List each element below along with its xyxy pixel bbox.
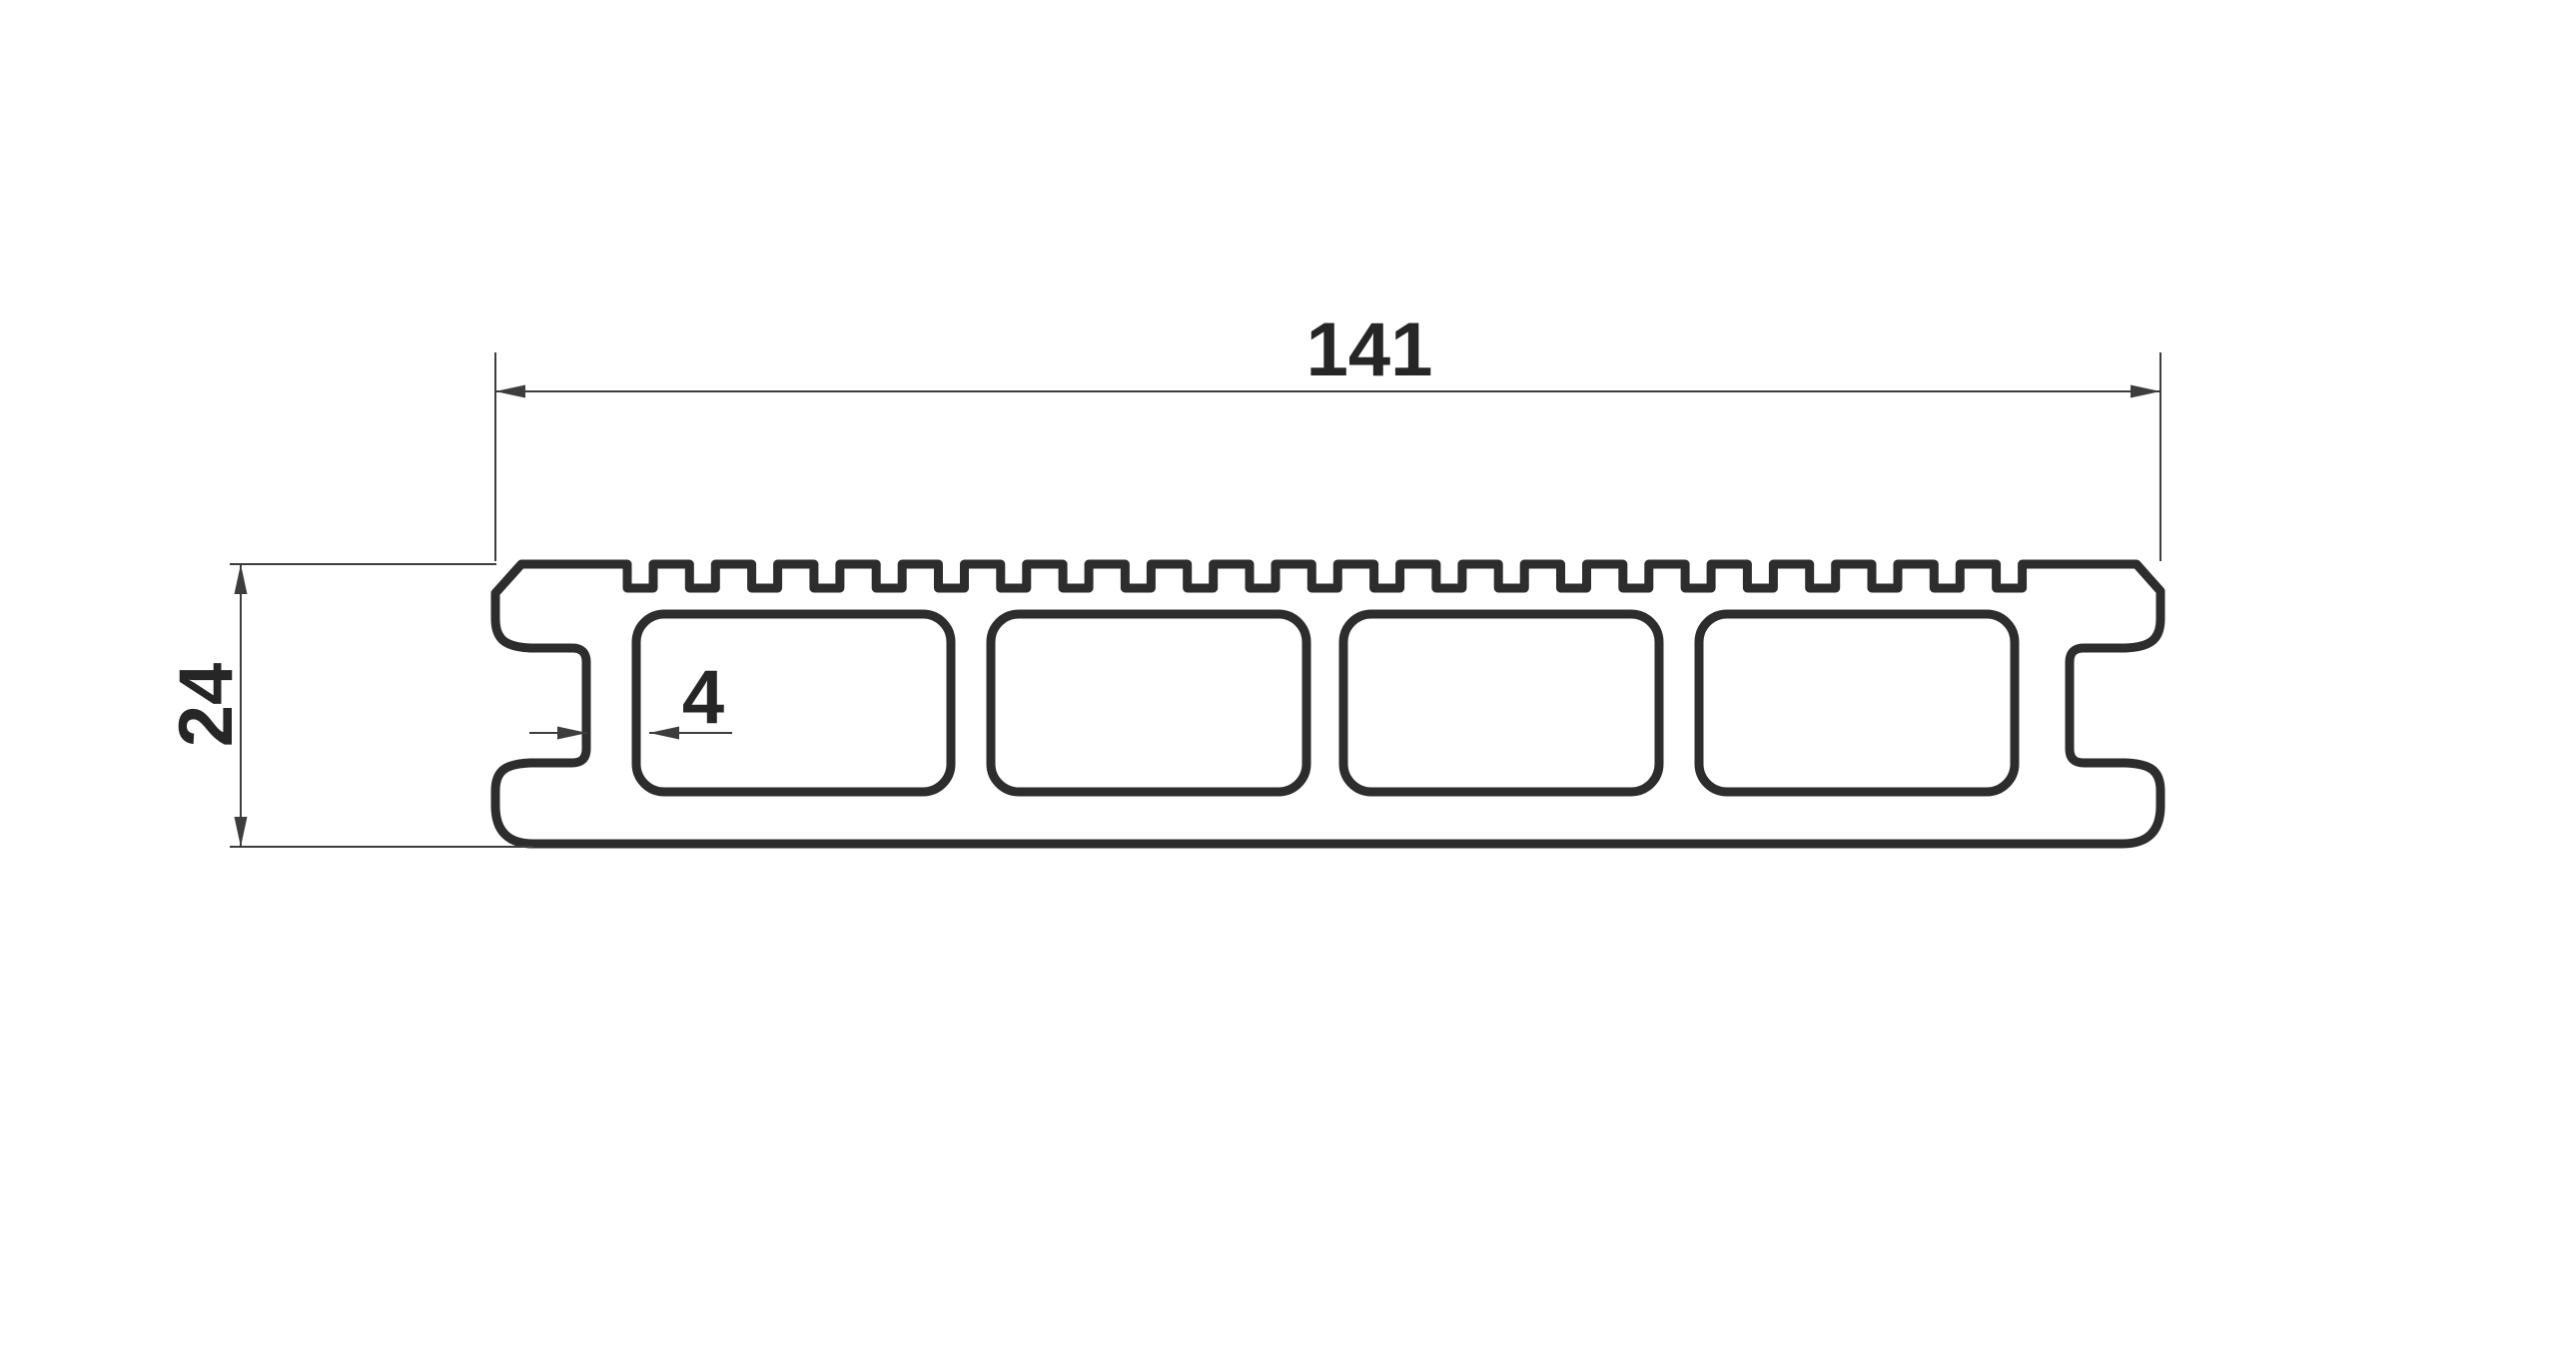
dimension-width-label: 141: [1306, 308, 1433, 392]
hollow-chamber: [631, 609, 956, 797]
profile-outline: [490, 559, 2165, 849]
dimension-arrow: [557, 726, 587, 740]
hollow-chamber: [1694, 609, 2020, 797]
dimension-arrow: [2131, 384, 2160, 398]
dimension-arrow: [234, 817, 248, 847]
dimension-arrow: [234, 564, 248, 594]
hollow-chambers: [631, 609, 2020, 797]
dimension-annotations: 141 24 4: [164, 308, 2161, 848]
dimension-wall-label: 4: [682, 655, 724, 740]
dimension-height-label: 24: [164, 663, 249, 748]
hollow-chamber: [986, 609, 1311, 797]
dimension-lines: [230, 352, 2161, 848]
dimension-arrow: [649, 726, 679, 740]
board-profile: [490, 559, 2165, 849]
dimension-arrow: [495, 384, 525, 398]
hollow-chamber: [1338, 609, 1664, 797]
